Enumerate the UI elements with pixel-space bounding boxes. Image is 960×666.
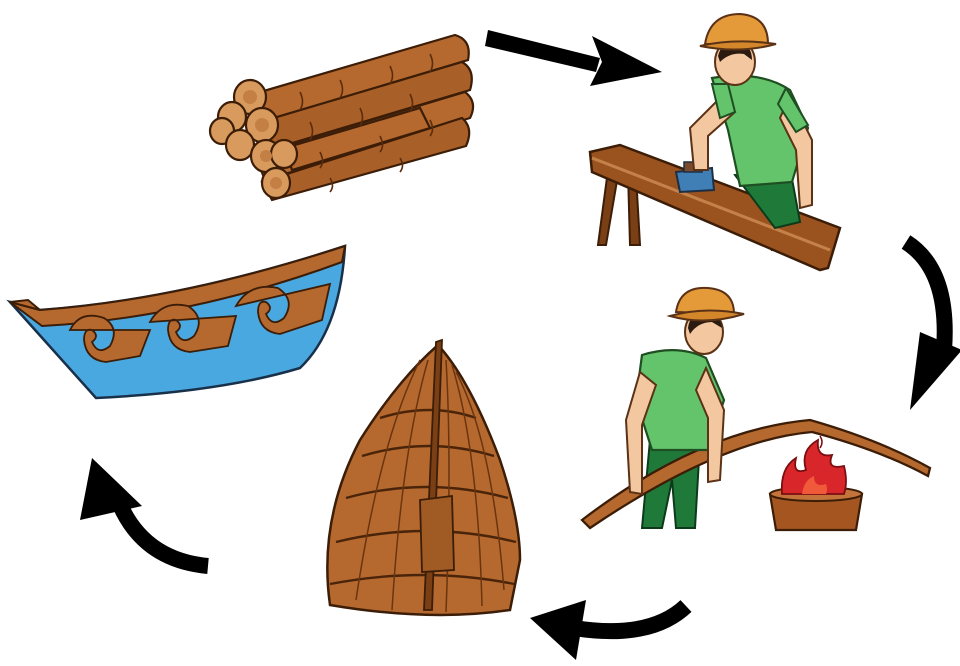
arrow-hull-to-boat: [80, 458, 208, 566]
boat-hull-frame-icon: [327, 340, 520, 615]
arrow-planing-to-bending: [906, 242, 960, 410]
arrow-bending-to-hull: [530, 600, 686, 660]
log-pile-icon: [210, 35, 473, 200]
carpenter-planing-plank-icon: [590, 14, 840, 270]
carpenter-bending-plank-over-fire-icon: [582, 288, 930, 530]
arrow-logs-to-planing: [485, 30, 662, 86]
painted-boat-icon: [10, 246, 345, 398]
